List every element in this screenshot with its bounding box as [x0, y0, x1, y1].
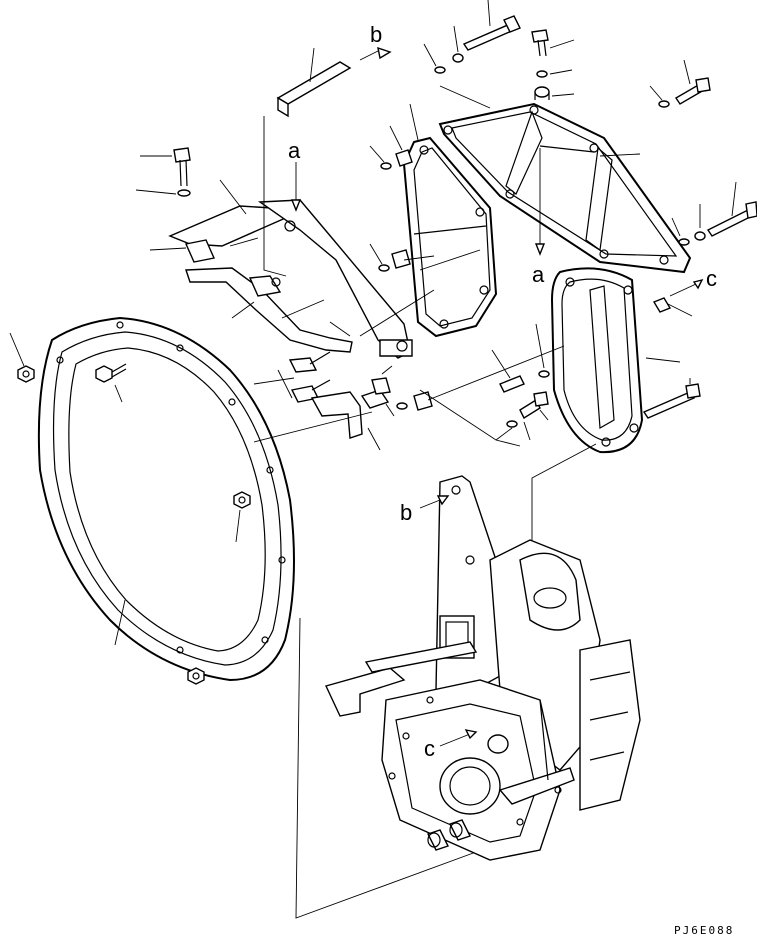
- reference-a-right: [534, 148, 546, 256]
- reference-a-upper: [284, 162, 302, 232]
- bracket-bolts-left: [135, 147, 259, 251]
- upper-bracket-assembly: [168, 199, 413, 359]
- right-fasteners: [642, 181, 757, 419]
- gasket-left: [359, 103, 498, 338]
- engine-assembly: [325, 475, 641, 861]
- label-c-right: c: [706, 266, 717, 291]
- label-b-upper: b: [370, 22, 382, 47]
- bottom-spacers: [427, 819, 471, 851]
- label-b-lower: b: [400, 500, 412, 525]
- middle-fasteners: [369, 125, 565, 447]
- reference-b-lower: [419, 495, 450, 509]
- gasket-right: [550, 267, 681, 454]
- reference-c-lower: [439, 729, 478, 747]
- drawing-code: PJ6E088: [674, 924, 734, 937]
- flywheel-housing-ring: [37, 316, 295, 682]
- mount-brackets-middle: [253, 351, 395, 451]
- assembly-lines: [253, 249, 597, 919]
- ring-fasteners: [9, 332, 251, 685]
- top-fasteners: [423, 0, 711, 108]
- label-a-upper: a: [288, 138, 301, 163]
- spacer-bar: [263, 46, 392, 277]
- housing-plate: [438, 85, 692, 274]
- label-c-lower: c: [424, 736, 435, 761]
- label-a-right: a: [532, 262, 545, 287]
